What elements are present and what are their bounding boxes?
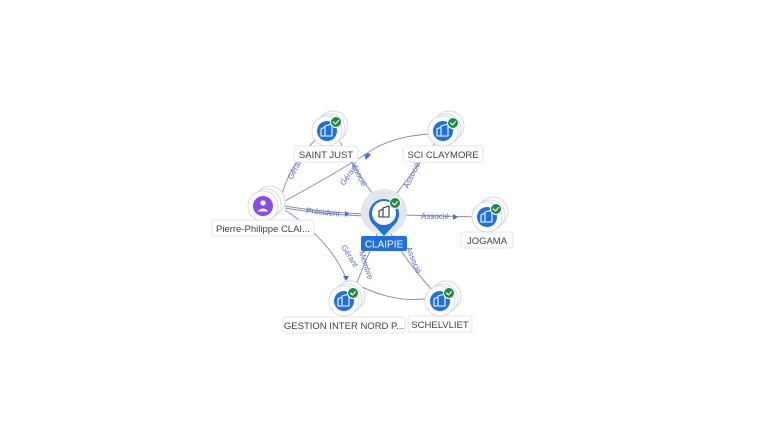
node-schelvliet[interactable]: SCHELVLIET	[407, 280, 473, 333]
person-icon	[257, 200, 269, 212]
verified-check-icon	[389, 197, 401, 209]
verified-check-icon	[347, 287, 359, 299]
node-label-saint-just: SAINT JUST	[299, 150, 353, 161]
node-sci-claymore[interactable]: SCI CLAYMORE	[402, 110, 484, 163]
node-label-sci-claymore: SCI CLAYMORE	[407, 150, 478, 161]
arrow-person-center	[345, 211, 349, 217]
node-label-gestion-inter: GESTION INTER NORD P...	[284, 321, 404, 332]
node-jogama[interactable]: JOGAMA	[460, 196, 514, 249]
node-gestion-inter[interactable]: GESTION INTER NORD P...	[282, 280, 406, 334]
verified-check-icon	[447, 117, 459, 129]
edge-center-jogama	[401, 214, 481, 218]
edge-label-center-schelvliet: Associé	[404, 245, 423, 275]
edge-person-gestion-inter	[284, 209, 347, 279]
person-avatar	[253, 196, 273, 216]
edge-label-person-center: Président	[306, 206, 341, 219]
building-icon	[378, 205, 390, 218]
arrow-center-saint-just	[364, 154, 369, 160]
verified-check-icon	[490, 203, 502, 215]
node-label-schelvliet: SCHELVLIET	[411, 320, 469, 331]
node-label-jogama: JOGAMA	[467, 236, 508, 247]
node-pierre-philippe[interactable]: Pierre-Philippe CLAI...	[211, 185, 315, 237]
edge-label-person-gestion-inter: Gérant	[339, 243, 360, 269]
node-center-claipie[interactable]: CLAIPIE	[361, 189, 407, 251]
verified-check-icon	[330, 116, 342, 128]
node-label-pierre-philippe: Pierre-Philippe CLAI...	[216, 224, 310, 235]
map-pin-icon	[369, 199, 400, 236]
arrow-person-gestion-inter	[343, 276, 349, 281]
edge-person-saint-just	[281, 137, 319, 195]
edge-person-center	[284, 205, 366, 215]
arrow-person-sci-claymore	[366, 153, 371, 158]
verified-check-icon	[443, 287, 455, 299]
edge-person-sci-claymore	[284, 133, 431, 202]
edge-label-center-jogama: Associé	[421, 212, 450, 221]
edge-label-center-sci-claymore: Associé	[402, 160, 423, 190]
arrow-center-jogama	[453, 214, 458, 220]
node-label-claipie: CLAIPIE	[365, 240, 404, 251]
node-saint-just[interactable]: SAINT JUST	[293, 110, 359, 163]
